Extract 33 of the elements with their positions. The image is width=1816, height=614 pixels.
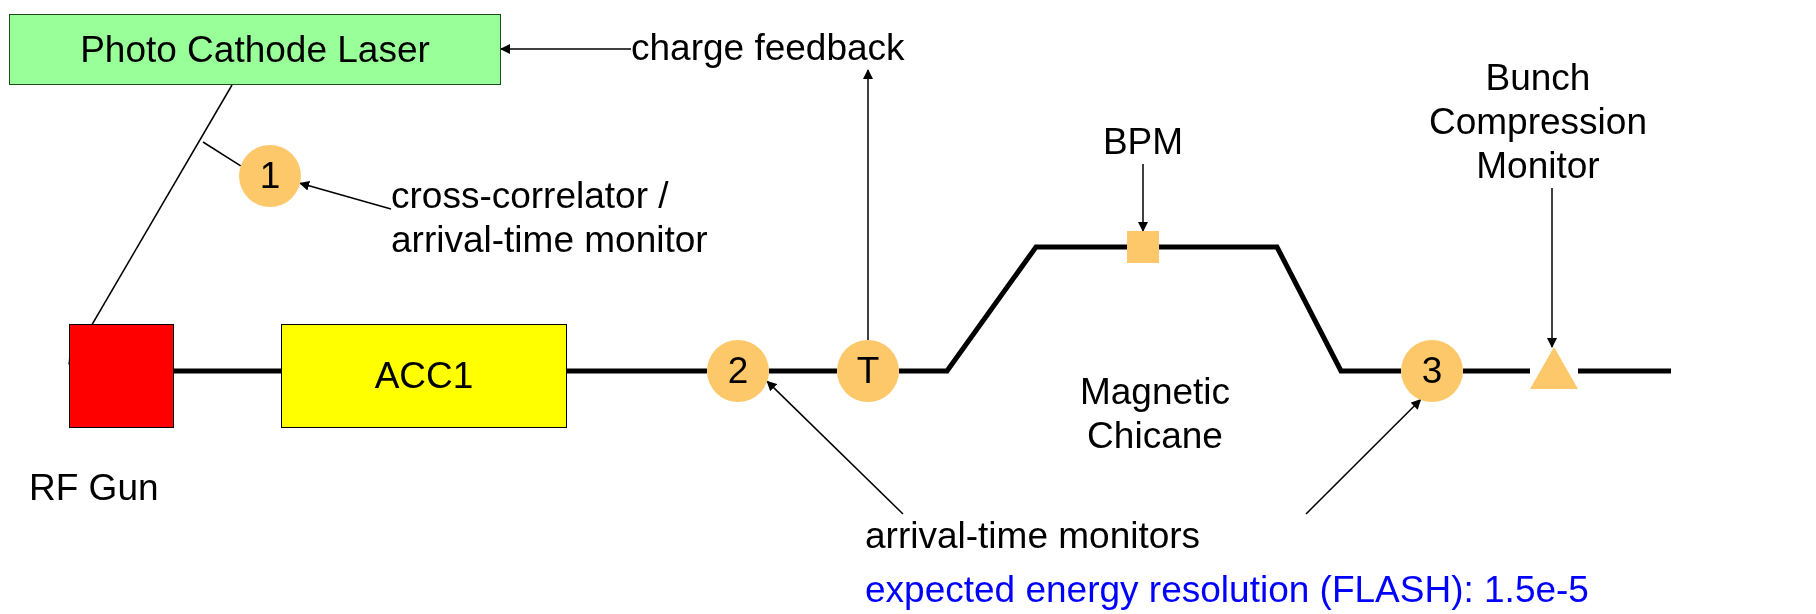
arrow — [68, 84, 233, 365]
monitor-circle: 1 — [239, 145, 301, 207]
rf-gun-block — [69, 324, 174, 428]
arrow — [500, 44, 632, 54]
annotation-label: Bunch Compression Monitor — [1408, 56, 1668, 188]
arrow — [1305, 399, 1422, 515]
arrow — [863, 69, 873, 341]
beamline — [174, 368, 281, 374]
monitor-circle: T — [837, 340, 899, 402]
beamline — [899, 244, 1127, 374]
beamline — [1578, 368, 1671, 374]
beamline — [769, 368, 837, 374]
annotation-label: arrival-time monitors — [865, 514, 1325, 558]
bpm-marker — [1127, 231, 1159, 263]
note-text: expected energy resolution (FLASH): 1.5e-5 — [865, 568, 1590, 612]
monitor-circle: 3 — [1401, 340, 1463, 402]
beamline — [567, 368, 707, 374]
annotation-label: BPM — [1083, 120, 1203, 164]
laser-box: Photo Cathode Laser — [9, 14, 501, 85]
arrow — [1138, 163, 1148, 232]
annotation-label: charge feedback — [631, 26, 1011, 70]
arrow — [766, 380, 904, 515]
component-caption: RF Gun — [29, 466, 159, 510]
accelerator-module: ACC1 — [281, 324, 567, 428]
triangle-marker — [1530, 347, 1578, 389]
arrow — [1547, 187, 1557, 348]
section-label: Magnetic Chicane — [1078, 370, 1232, 458]
leader-line — [202, 141, 242, 167]
monitor-circle: 2 — [707, 340, 769, 402]
arrow — [299, 180, 392, 210]
beamline — [1159, 244, 1401, 374]
annotation-label: cross-correlator / arrival-time monitor — [391, 174, 761, 262]
beamline — [1463, 368, 1530, 374]
